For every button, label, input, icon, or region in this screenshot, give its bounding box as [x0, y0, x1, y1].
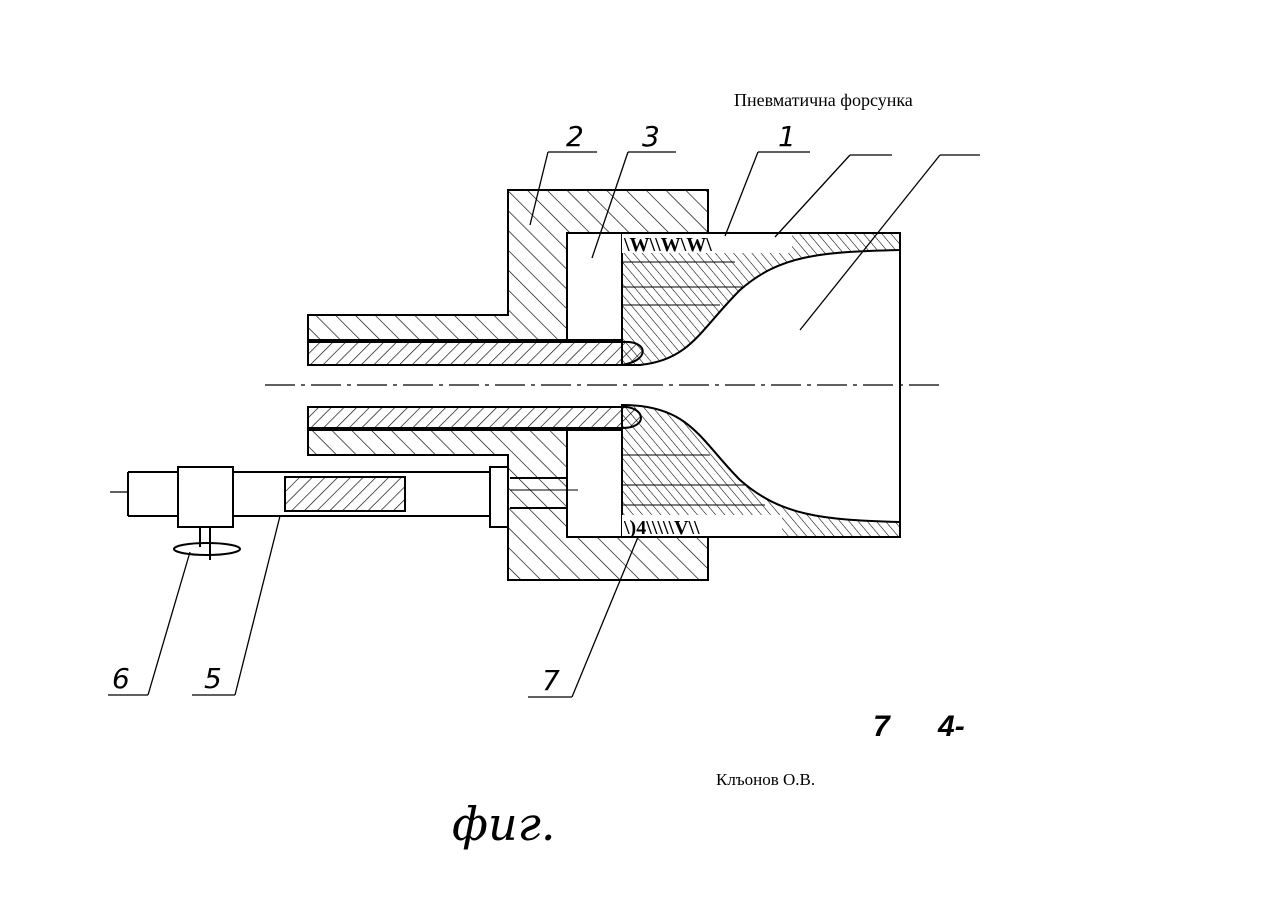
figure-label: фиг. — [452, 797, 556, 851]
part-number-2: 2 — [566, 120, 584, 153]
hatch-label-bottom: \)4\\\\\V\\ — [623, 517, 700, 539]
valve — [174, 467, 240, 560]
part-number-6: 6 — [112, 662, 130, 695]
part-number-5: 5 — [204, 662, 222, 695]
part-number-7: 7 — [542, 664, 560, 697]
hatch-label-top: \W\\W\W\ — [623, 234, 712, 256]
part-number-3: 3 — [642, 120, 660, 153]
part-number-1: 1 — [778, 120, 796, 153]
